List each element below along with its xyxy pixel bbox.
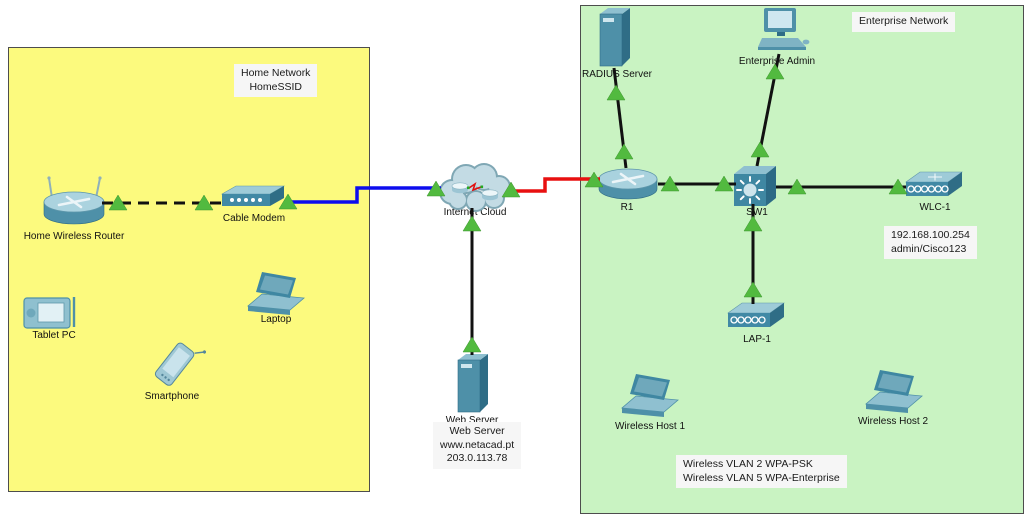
- server-tower-icon: [599, 8, 630, 67]
- desktop-pc-icon: [758, 8, 810, 50]
- home-network-zone: [8, 47, 370, 492]
- enterprise-network-note: Enterprise Network: [852, 12, 956, 32]
- laptop-icon: [865, 370, 923, 413]
- vlan2-note-line: Wireless VLAN 2 WPA-PSK: [683, 458, 813, 470]
- device-wireless-host-1[interactable]: [620, 372, 682, 418]
- device-wlc-1[interactable]: [904, 170, 964, 202]
- wlc-credentials-note: 192.168.100.254 admin/Cisco123: [884, 226, 977, 260]
- server-tower-icon: [457, 354, 488, 413]
- home-network-title: Home Network: [241, 67, 311, 79]
- switch-icon: [734, 166, 776, 206]
- device-r1[interactable]: [596, 166, 660, 204]
- enterprise-network-title: Enterprise Network: [859, 15, 949, 27]
- wireless-router-icon: [43, 176, 105, 225]
- device-label-smartphone: Smartphone: [144, 391, 200, 402]
- device-laptop[interactable]: [246, 270, 308, 316]
- device-label-radius-server: RADIUS Server: [581, 69, 653, 80]
- device-label-laptop: Laptop: [260, 314, 292, 325]
- device-wireless-host-2[interactable]: [864, 368, 926, 414]
- device-label-wireless-host-1: Wireless Host 1: [614, 421, 686, 432]
- link-cloud-r1-serial[interactable]: [509, 177, 600, 193]
- device-smartphone[interactable]: [142, 338, 206, 392]
- device-web-server[interactable]: [454, 352, 492, 416]
- smartphone-icon: [154, 342, 206, 386]
- device-label-home-wireless-router: Home Wireless Router: [23, 231, 125, 242]
- router-icon: [598, 168, 658, 200]
- device-label-r1: R1: [620, 202, 634, 213]
- web-server-note-url: www.netacad.pt: [440, 438, 515, 451]
- device-cable-modem[interactable]: [220, 184, 286, 214]
- device-home-wireless-router[interactable]: [38, 174, 110, 230]
- cloud-icon: [439, 163, 511, 212]
- wlc-note-credentials: admin/Cisco123: [891, 242, 967, 255]
- device-label-lap-1: LAP-1: [743, 334, 771, 345]
- cable-modem-icon: [220, 185, 286, 206]
- device-internet-cloud[interactable]: [436, 162, 514, 214]
- tablet-icon: [23, 297, 76, 329]
- device-lap-1[interactable]: [726, 300, 786, 334]
- web-server-note: Web Server www.netacad.pt 203.0.113.78: [433, 422, 522, 469]
- vlan5-note-line: Wireless VLAN 5 WPA-Enterprise: [683, 471, 840, 484]
- home-network-ssid: HomeSSID: [249, 80, 302, 93]
- link-modem-cloud-coax[interactable]: [284, 186, 441, 204]
- wireless-vlans-note: Wireless VLAN 2 WPA-PSK Wireless VLAN 5 …: [676, 455, 847, 489]
- device-label-tablet-pc: Tablet PC: [32, 330, 76, 341]
- device-label-sw1: SW1: [746, 207, 768, 218]
- device-radius-server[interactable]: [596, 6, 634, 70]
- device-sw1[interactable]: [732, 162, 778, 208]
- device-label-internet-cloud: Internet Cloud: [443, 207, 507, 218]
- web-server-note-name: Web Server: [449, 425, 505, 437]
- device-label-web-server: Web Server: [445, 415, 499, 426]
- device-tablet-pc[interactable]: [22, 290, 80, 332]
- wireless-lan-controller-icon: [905, 171, 963, 196]
- device-label-cable-modem: Cable Modem: [222, 213, 286, 224]
- home-network-note: Home Network HomeSSID: [234, 64, 318, 98]
- device-label-wlc-1: WLC-1: [919, 202, 951, 213]
- laptop-icon: [621, 374, 679, 417]
- wlc-note-ip: 192.168.100.254: [891, 229, 970, 241]
- laptop-icon: [247, 272, 305, 315]
- enterprise-network-zone: [580, 5, 1024, 514]
- device-label-wireless-host-2: Wireless Host 2: [857, 416, 929, 427]
- lightweight-access-point-icon: [727, 302, 785, 327]
- device-enterprise-admin[interactable]: [754, 6, 812, 56]
- web-server-note-ip: 203.0.113.78: [446, 452, 508, 465]
